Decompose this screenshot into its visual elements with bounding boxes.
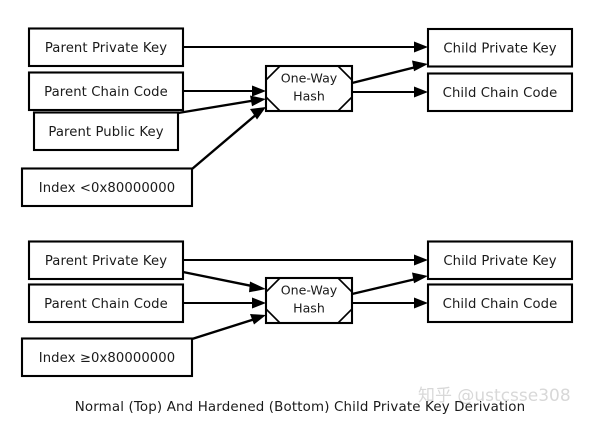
edge-index-to-hash bbox=[191, 314, 266, 341]
node-child-private-key-bottom[interactable]: Child Private Key bbox=[426, 240, 574, 281]
node-parent-chain-code-bottom[interactable]: Parent Chain Code bbox=[27, 283, 185, 324]
edge-parent-public-key-to-hash bbox=[177, 95, 266, 115]
node-label: Parent Private Key bbox=[45, 254, 167, 269]
node-parent-private-key-bottom[interactable]: Parent Private Key bbox=[27, 240, 185, 281]
edge-hash-to-child-chain-code bbox=[352, 297, 428, 309]
edge-hash-to-child-chain-code bbox=[352, 86, 428, 98]
node-child-chain-code-top[interactable]: Child Chain Code bbox=[426, 72, 574, 113]
node-label: Parent Chain Code bbox=[44, 85, 168, 100]
node-one-way-hash-bottom[interactable]: One-Way Hash bbox=[264, 276, 354, 325]
hash-label-line1: One-Way bbox=[281, 71, 338, 86]
edge-parent-chain-code-to-hash bbox=[183, 85, 266, 97]
node-child-chain-code-bottom[interactable]: Child Chain Code bbox=[426, 283, 574, 324]
edge-parent-private-key-to-child-private-key bbox=[183, 41, 428, 53]
node-label: Index <0x80000000 bbox=[39, 181, 176, 196]
edge-hash-to-child-private-key bbox=[351, 60, 428, 85]
hash-label-line2: Hash bbox=[293, 89, 325, 104]
hash-label-line1: One-Way bbox=[281, 283, 338, 298]
node-parent-private-key-top[interactable]: Parent Private Key bbox=[27, 27, 185, 68]
node-parent-public-key-top[interactable]: Parent Public Key bbox=[32, 111, 180, 152]
node-label: Child Chain Code bbox=[443, 297, 558, 312]
bottom-edges bbox=[182, 254, 428, 341]
node-label: Child Private Key bbox=[443, 42, 556, 57]
edge-parent-private-key-to-child-private-key bbox=[183, 254, 428, 266]
edge-index-to-hash bbox=[191, 107, 266, 170]
top-edges bbox=[177, 41, 428, 170]
node-label: Parent Private Key bbox=[45, 41, 167, 56]
node-label: Child Chain Code bbox=[443, 86, 558, 101]
hash-label-line2: Hash bbox=[293, 301, 325, 316]
edge-parent-chain-code-to-hash bbox=[183, 297, 266, 309]
node-label: Child Private Key bbox=[443, 254, 556, 269]
node-index-bottom[interactable]: Index ≥0x80000000 bbox=[20, 337, 194, 378]
node-index-top[interactable]: Index <0x80000000 bbox=[20, 167, 194, 208]
node-parent-chain-code-top[interactable]: Parent Chain Code bbox=[27, 71, 185, 112]
node-label: Parent Chain Code bbox=[44, 297, 168, 312]
node-child-private-key-top[interactable]: Child Private Key bbox=[426, 27, 574, 68]
node-one-way-hash-top[interactable]: One-Way Hash bbox=[264, 64, 354, 113]
edge-parent-private-key-to-hash bbox=[182, 270, 266, 293]
bottom-diagram-group: Parent Private Key Parent Chain Code Ind… bbox=[20, 240, 574, 378]
node-label: Index ≥0x80000000 bbox=[39, 351, 176, 366]
node-label: Parent Public Key bbox=[48, 125, 163, 140]
edge-hash-to-child-private-key bbox=[351, 272, 428, 296]
top-diagram-group: Parent Private Key Parent Chain Code Par… bbox=[20, 27, 574, 208]
watermark: 知乎 @ustcsse308 bbox=[418, 386, 571, 406]
figure-caption: Normal (Top) And Hardened (Bottom) Child… bbox=[75, 400, 526, 415]
